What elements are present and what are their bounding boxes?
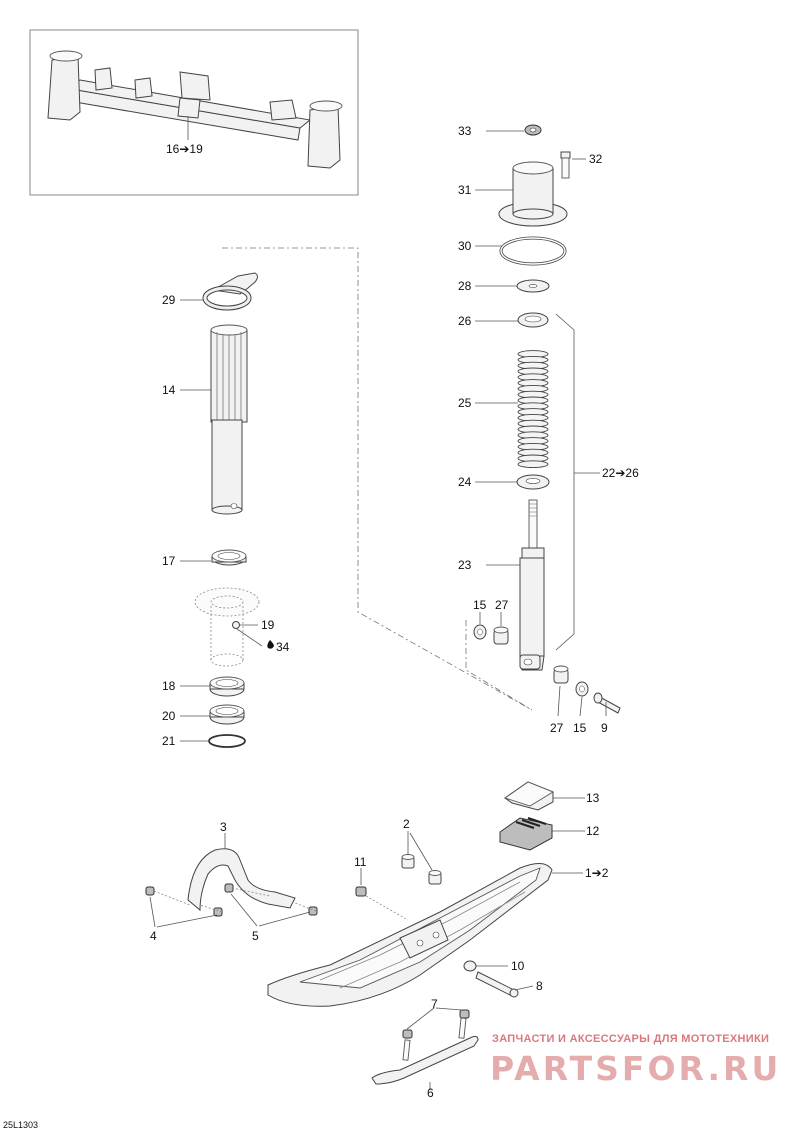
washer-15-left	[473, 624, 487, 640]
circlip-21	[208, 734, 246, 748]
callout-31: 31	[458, 183, 472, 197]
nut-33	[524, 124, 542, 136]
callout-27-left: 27	[495, 598, 509, 612]
callout-5: 5	[252, 929, 259, 943]
bolt-32	[560, 151, 571, 179]
bushing-18	[209, 676, 245, 697]
spring-seat-24	[516, 474, 550, 490]
bumper-12	[499, 817, 553, 851]
ski-1	[267, 863, 553, 1007]
bushing-27-right	[553, 665, 569, 684]
spindle-14	[210, 324, 248, 515]
steering-column-frame	[47, 50, 343, 169]
callout-2: 2	[403, 817, 410, 831]
bolt-9	[593, 692, 621, 714]
callout-15-left: 15	[473, 598, 487, 612]
spring-coil	[517, 460, 549, 469]
carbide-runner-6	[371, 1009, 479, 1085]
washer-20	[209, 704, 245, 725]
callout-32: 32	[589, 152, 603, 166]
callout-34: 34	[276, 640, 290, 654]
callout-30: 30	[458, 239, 472, 253]
stopper-plate-29	[202, 272, 258, 311]
callout-19: 19	[261, 618, 275, 632]
callout-18: 18	[162, 679, 176, 693]
callout-28: 28	[458, 279, 472, 293]
callout-26: 26	[458, 314, 472, 328]
bushing-2-a	[401, 854, 415, 869]
wear-plate-13	[503, 781, 555, 811]
callout-16-19: 16➔19	[166, 142, 203, 156]
callout-27-right: 27	[550, 721, 564, 735]
callout-3: 3	[220, 820, 227, 834]
callout-14: 14	[162, 383, 176, 397]
callout-20: 20	[162, 709, 176, 723]
callout-23: 23	[458, 558, 472, 572]
callout-6: 6	[427, 1086, 434, 1100]
spring-cup-31	[498, 161, 568, 227]
grease-fitting-19	[232, 621, 240, 629]
callout-29: 29	[162, 293, 176, 307]
callout-1-2: 1➔2	[585, 866, 609, 880]
drop-icon	[267, 640, 274, 649]
nut-11	[355, 886, 367, 897]
inset-frame	[29, 29, 359, 196]
callout-9: 9	[601, 721, 608, 735]
washer-10	[463, 960, 477, 972]
watermark-logo: PARTSFOR.RU	[490, 1049, 782, 1088]
washer-28	[516, 279, 550, 293]
callout-12: 12	[586, 824, 600, 838]
callout-22-26: 22➔26	[602, 466, 639, 480]
callout-4: 4	[150, 929, 157, 943]
callout-8: 8	[536, 979, 543, 993]
bolt-8	[475, 971, 519, 998]
watermark-tagline: ЗАПЧАСТИ И АКСЕССУАРЫ ДЛЯ МОТОТЕХНИКИ	[492, 1033, 770, 1045]
retaining-ring-30	[499, 236, 567, 266]
shock-absorber-23	[519, 499, 545, 671]
callout-15-right: 15	[573, 721, 587, 735]
screw-5-a	[224, 883, 234, 893]
callout-7: 7	[431, 997, 438, 1011]
bushing-27-left	[493, 626, 509, 645]
ski-leg-3	[187, 848, 296, 912]
spring-25	[517, 350, 549, 469]
drawing-code: 25L1303	[3, 1120, 39, 1130]
screw-4-a	[145, 886, 155, 896]
callout-21: 21	[162, 734, 176, 748]
callout-11: 11	[354, 855, 367, 869]
bushing-17	[211, 549, 247, 566]
bushing-2-b	[428, 870, 442, 885]
callout-10: 10	[511, 959, 525, 973]
callout-33: 33	[458, 124, 472, 138]
washer-15-right	[575, 681, 589, 697]
callout-25: 25	[458, 396, 472, 410]
callout-13: 13	[586, 791, 600, 805]
callout-17: 17	[162, 554, 176, 568]
steering-housing-ghost	[194, 587, 260, 667]
callout-24: 24	[458, 475, 472, 489]
spring-seat-26	[517, 312, 549, 328]
